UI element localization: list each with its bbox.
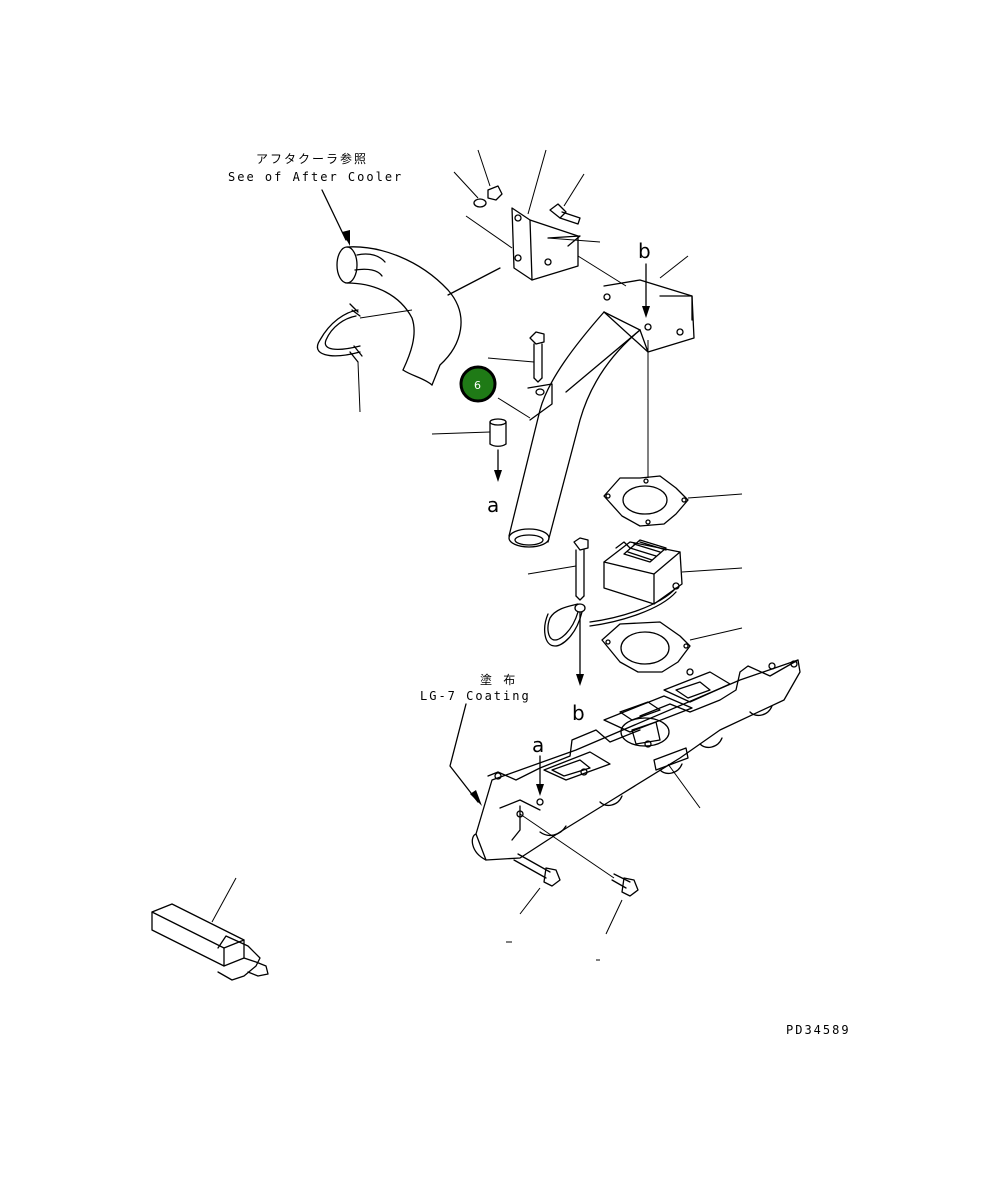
- ref-b-top: b: [638, 239, 651, 263]
- intake-manifold: [471, 659, 801, 861]
- gasket-lower: [601, 621, 743, 673]
- after-cooler-label-jp: アフタクーラ参照: [256, 151, 368, 166]
- y-pipe: [497, 255, 695, 548]
- callout-number: 6: [474, 379, 481, 392]
- after-cooler-label-en: See of After Cooler: [228, 170, 403, 184]
- bolt-lower-left: [506, 853, 561, 943]
- ref-b-bottom: b: [572, 701, 585, 725]
- tool-bar: [151, 877, 269, 981]
- ref-b-top-arrow: [642, 263, 650, 318]
- coating-label-jp: 塗 布: [480, 672, 517, 687]
- ref-a-bottom: a: [532, 733, 544, 757]
- part-callout-6[interactable]: 6: [459, 365, 497, 403]
- ref-a-top: a: [487, 493, 499, 517]
- ref-a-bottom-arrow: [536, 755, 544, 796]
- intake-heater: [589, 539, 743, 627]
- elbow-pipe: [336, 246, 501, 386]
- gasket-upper: [603, 475, 743, 527]
- drawing-number: PD34589: [786, 1023, 851, 1037]
- long-bolt: [527, 537, 589, 601]
- coating-leader: [449, 703, 482, 806]
- bolt-vertical-left: [487, 331, 545, 383]
- spacer-sleeve: [431, 418, 507, 482]
- u-bolt: [316, 303, 413, 413]
- coating-label-en: LG-7 Coating: [420, 689, 531, 703]
- bracket-assembly: [453, 149, 627, 287]
- wire-harness: [544, 603, 586, 686]
- after-cooler-leader: [321, 189, 350, 246]
- bolt-lower-right: [519, 813, 639, 961]
